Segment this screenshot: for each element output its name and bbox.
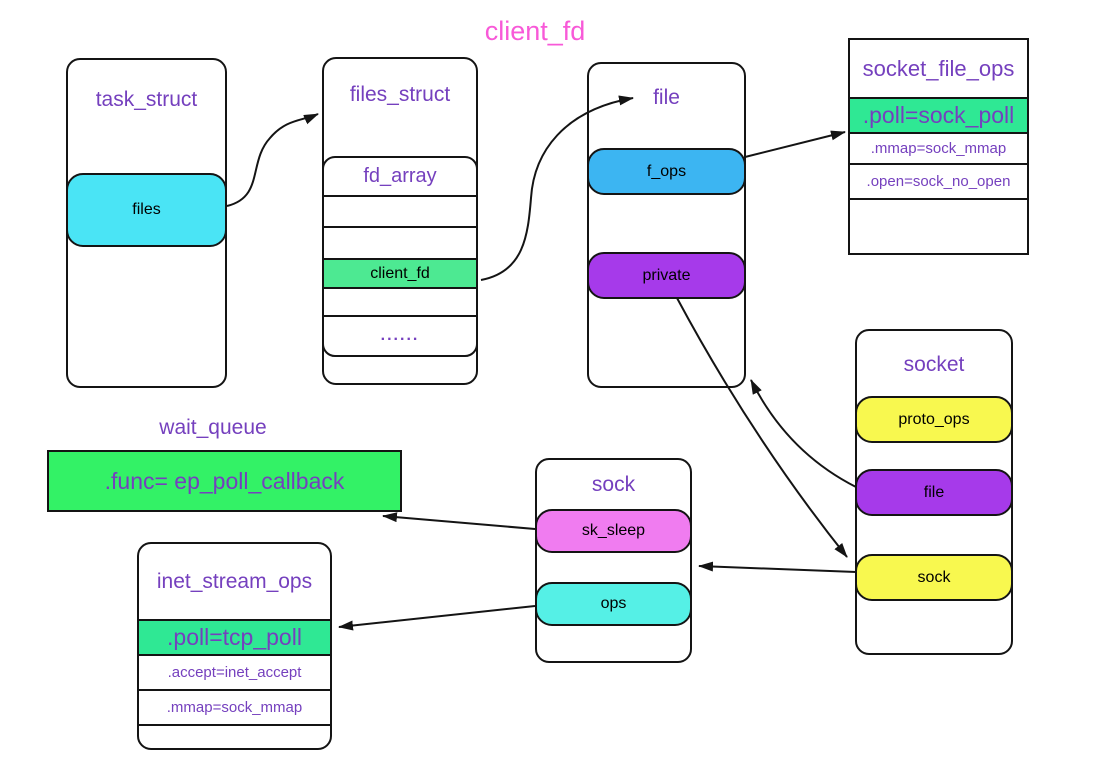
field-proto-ops: proto_ops <box>855 396 1013 443</box>
field-private: private <box>587 252 746 299</box>
field-socket-sock: sock <box>855 554 1013 601</box>
arrow-socket-file-to-file <box>750 379 857 488</box>
sock-struct-box: sock sk_sleep ops <box>535 458 692 663</box>
ep-poll-callback-row: .func= ep_poll_callback <box>47 450 402 512</box>
arrow-socket-sock-to-sock <box>698 561 857 573</box>
field-ops: ops <box>535 582 692 626</box>
fd-array-empty-row <box>324 195 476 226</box>
diagram-title: client_fd <box>484 16 586 46</box>
socket-struct-box: socket proto_ops file sock <box>855 329 1013 655</box>
fd-array-empty-row <box>324 287 476 315</box>
field-socket-file-label: file <box>923 483 945 501</box>
row-open-sock-no-open: .open=sock_no_open <box>850 163 1027 198</box>
row-poll-tcp-poll: .poll=tcp_poll <box>139 619 330 654</box>
row-mmap-sock-mmap: .mmap=sock_mmap <box>850 132 1027 163</box>
file-struct-box: file f_ops private <box>587 62 746 388</box>
file-struct-title: file <box>653 86 680 109</box>
field-sk-sleep: sk_sleep <box>535 509 692 553</box>
socket-struct-title: socket <box>903 353 965 376</box>
wait-queue-title: wait_queue <box>159 416 267 439</box>
files-struct-title: files_struct <box>349 83 451 106</box>
row-poll-sock-poll: .poll=sock_poll <box>850 97 1027 132</box>
field-files: files <box>66 173 227 247</box>
empty-row <box>139 724 330 748</box>
arrow-sk-sleep-to-ep-poll-callback <box>382 512 536 530</box>
row-mmap-sock-mmap-2: .mmap=sock_mmap <box>139 689 330 724</box>
arrow-ops-to-tcp-poll <box>338 605 536 631</box>
field-files-label: files <box>132 201 161 218</box>
fd-array-title: fd_array <box>363 165 437 187</box>
arrow-f-ops-to-sock-poll <box>744 130 846 158</box>
socket-file-ops-title: socket_file_ops <box>862 55 1015 81</box>
field-proto-ops-label: proto_ops <box>898 410 970 428</box>
sock-struct-title: sock <box>591 473 636 496</box>
row-accept-inet-accept: .accept=inet_accept <box>139 654 330 689</box>
field-socket-file: file <box>855 469 1013 516</box>
fd-array-empty-row <box>324 226 476 258</box>
files-struct-box: files_struct fd_array client_fd ...... <box>322 57 478 385</box>
empty-row <box>850 198 1027 253</box>
inet-stream-ops-title: inet_stream_ops <box>156 569 313 593</box>
field-socket-sock-label: sock <box>917 568 951 586</box>
field-f-ops: f_ops <box>587 148 746 195</box>
fd-array-table: fd_array client_fd ...... <box>322 156 478 357</box>
inet-stream-ops-box: inet_stream_ops .poll=tcp_poll .accept=i… <box>137 542 332 750</box>
fd-array-client-fd-row: client_fd <box>324 258 476 287</box>
field-private-label: private <box>642 266 691 284</box>
field-f-ops-label: f_ops <box>646 162 687 180</box>
task-struct-title: task_struct <box>95 88 198 111</box>
socket-file-ops-box: socket_file_ops .poll=sock_poll .mmap=so… <box>848 38 1029 255</box>
field-ops-label: ops <box>600 595 627 612</box>
field-sk-sleep-label: sk_sleep <box>581 522 646 539</box>
arrow-files-to-files-struct <box>226 113 319 207</box>
fd-array-ellipsis-row: ...... <box>324 315 476 355</box>
task-struct-box: task_struct files <box>66 58 227 388</box>
